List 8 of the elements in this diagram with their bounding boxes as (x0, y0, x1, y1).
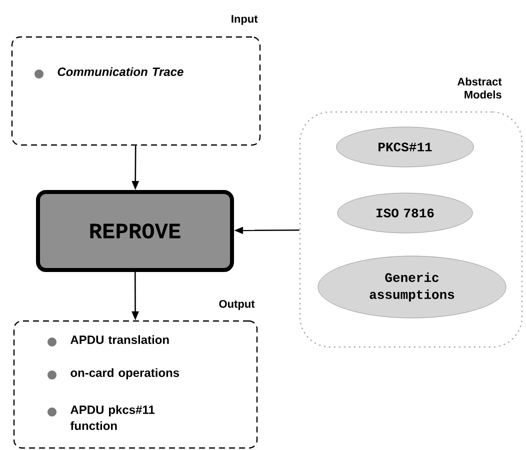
heading: Input (232, 15, 258, 25)
bullet-item: APDU translation (48, 335, 169, 346)
bullet-item: on-card operations (48, 368, 180, 380)
heading: Output (219, 300, 255, 310)
heading: Abstract Models (457, 77, 502, 99)
bullet-item: APDU pkcs#11 function (48, 405, 155, 430)
process-box: REPROVE (36, 190, 234, 272)
bullet-item: Communication Trace (34, 67, 184, 78)
